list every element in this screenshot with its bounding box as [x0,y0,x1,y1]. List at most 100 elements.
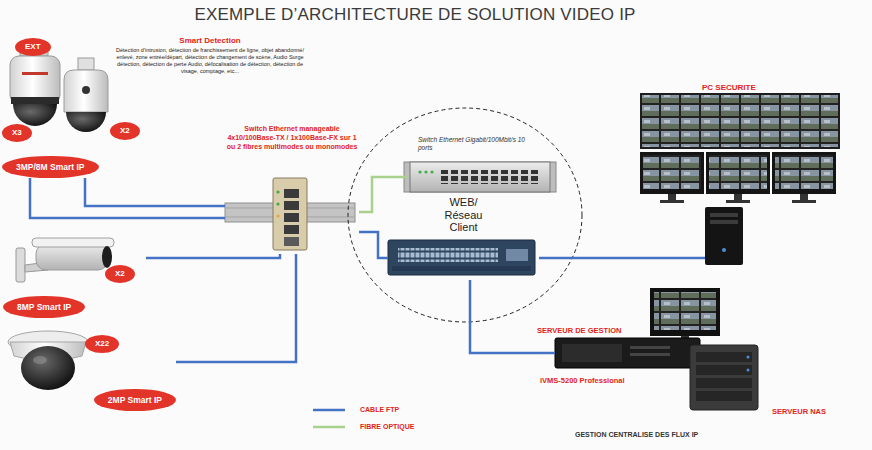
legend: CABLE FTP FIBRE OPTIQUE [312,401,414,435]
network-name: WEB/ Réseau Client [434,196,494,234]
pc-security [705,207,743,265]
cisco-switch [388,240,535,275]
software-name: iVMS-5200 Professional [540,376,689,385]
din-rail-switch [284,237,299,246]
dome-camera [21,346,75,390]
switch-heading: Switch Ethernet manageable 4x10/100Base-… [225,125,359,151]
ftp-cable-wire [535,258,705,353]
pc-security [660,200,684,203]
gigabit-switch [424,170,427,173]
model-badge: 2MP Smart IP [94,389,176,412]
ptz-camera-dark [13,104,57,126]
pc-security [726,200,750,203]
legend-line-sample [313,408,345,411]
nas-server [696,391,752,401]
gigabit-switch [410,162,550,192]
din-rail-switch [225,178,355,250]
din-rail-switch [276,202,279,205]
ptz-camera-dark [22,72,48,75]
legend-row: CABLE FTP [312,401,414,418]
ftp-cable-sample [312,406,346,414]
pc-security [668,194,676,200]
ftp-cable [85,178,225,206]
pc-security [710,220,738,224]
badge-oval: X2 [110,122,140,140]
pc-security [640,152,704,194]
ptz-camera-dark [11,97,59,104]
badge-oval: X3 [2,124,32,142]
pc-security [640,93,840,265]
ftp-cable [146,254,280,258]
legend-row: FIBRE OPTIQUE [312,418,414,435]
nas-server-box: SERVEUR NAS [688,340,826,416]
ptz-camera-dark [10,56,60,104]
management-server [562,344,622,362]
nas-server [696,352,752,362]
cisco-switch [392,266,531,271]
ptz-camera-white [66,112,106,132]
nas-server [747,356,750,359]
bullet-camera [16,238,114,282]
feature-list-holder: Détection d'intrusion, détection de fran… [110,47,310,76]
nas-server [696,378,752,388]
management-server [630,346,670,349]
bullet-camera [36,244,108,270]
ftp-cable [539,257,640,260]
fiber-link [359,177,408,212]
ptz-camera-white [78,58,94,70]
feature-heading-holder: Smart Detection [110,36,310,45]
gigabit-switch [418,170,421,173]
dome-camera [8,331,88,390]
pc-security [643,155,701,189]
nas-server [690,345,758,410]
badge-oval: X22 [85,335,119,353]
pc-security [792,200,816,203]
quantity-badge: X2 [120,127,130,135]
gigabit-switch [440,170,540,184]
din-rail-switch [273,178,307,250]
pc-security [710,213,738,217]
core-switch-box: WEB/ Réseau Client [388,196,539,280]
pc-security [640,93,840,149]
management-server [654,292,716,330]
management-server-box: SERVEUR DE GESTION iVMS-5200 Professional [535,286,689,396]
feature-heading: Smart Detection [110,36,310,45]
ptz-camera-white [64,70,108,112]
station-heading: PC SECURITE [702,83,756,92]
pc-security [800,194,808,200]
pc-security [706,152,770,194]
managed-switch: Switch Ethernet manageable 4x10/100Base-… [225,125,359,254]
legend-text: FIBRE OPTIQUE [360,423,414,430]
din-rail-switch [276,190,279,193]
ftp-cable-wire [535,352,555,355]
network-boundary [348,108,582,322]
bullet-camera [102,246,112,268]
bullet-camera [32,238,114,247]
pc-security [772,152,836,194]
pc-security [709,155,767,189]
gigabit-switch-box: Switch Ethernet Gigabit/100Mbit/s 10 por… [408,136,556,197]
management-server [650,288,720,336]
ftp-cable [359,232,388,258]
nas-server [696,365,752,375]
gigabit-switch [430,170,433,173]
legend-line-sample [313,425,345,428]
pc-security [642,95,838,147]
management-server [630,353,670,356]
model-badge: 8MP Smart IP [3,296,85,319]
switch-heading: Switch Ethernet Gigabit/100Mbit/s 10 por… [418,136,540,153]
fiber-sample [312,423,346,431]
cisco-switch [398,248,498,262]
ftp-cable [176,254,296,362]
footer-note: GESTION CENTRALISE DES FLUX IP [575,431,795,438]
pc-security [722,248,726,252]
server-heading: SERVEUR DE GESTION [537,326,689,335]
dome-camera [33,356,47,364]
nas-server [747,369,750,372]
din-rail-switch [284,201,299,210]
din-rail-switch [276,214,279,217]
ftp-cable-wire [640,257,705,260]
